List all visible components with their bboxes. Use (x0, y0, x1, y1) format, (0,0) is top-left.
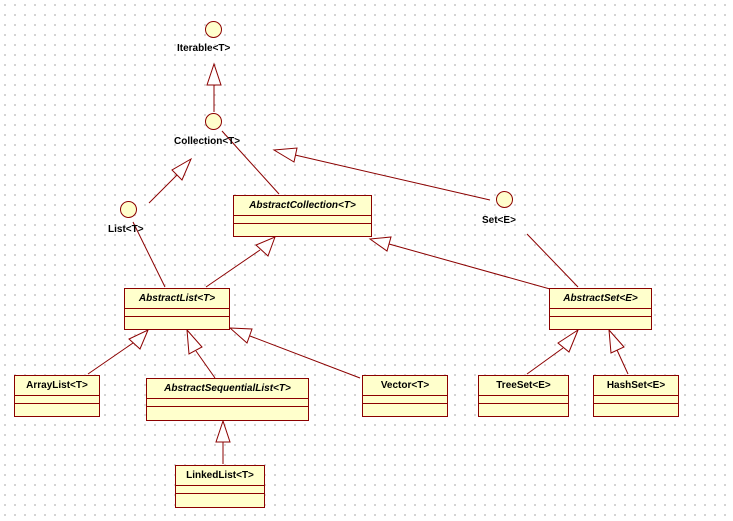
arrowhead-iterable (206, 62, 222, 86)
class-hash-set: HashSet<E> (593, 375, 679, 417)
arrowhead-abstractcollection-from-list (255, 236, 276, 257)
edge-set-collection (294, 154, 491, 201)
arrowhead-abstractcollection-from-set (368, 236, 392, 252)
class-attributes (176, 486, 264, 494)
edge-seqlist-abstractlist (195, 350, 216, 379)
edge-abstractlist-abstractcollection (205, 249, 261, 288)
arrowhead-collection-from-set (272, 147, 298, 163)
interface-circle-icon (205, 113, 222, 130)
edge-abstractcollection-collection (221, 130, 280, 195)
edge-abstractset-abstractcollection (388, 243, 576, 297)
class-name: AbstractSequentialList<T> (147, 379, 308, 399)
class-abstract-list: AbstractList<T> (124, 288, 230, 330)
interface-label: Set<E> (482, 215, 516, 226)
edge-hashset-abstractset (616, 349, 629, 375)
class-attributes (594, 396, 678, 404)
class-attributes (363, 396, 447, 404)
class-array-list: ArrayList<T> (14, 375, 100, 417)
interface-circle-icon (205, 21, 222, 38)
arrowhead-abstractlist-from-seqlist (186, 328, 203, 355)
arrowhead-abstractset-from-hashset (608, 328, 625, 354)
edge-treeset-abstractset (526, 347, 564, 375)
interface-label: Collection<T> (174, 136, 241, 147)
class-name: HashSet<E> (594, 376, 678, 396)
class-name: AbstractSet<E> (550, 289, 651, 309)
class-attributes (15, 396, 99, 404)
arrowhead-abstractlist-from-arraylist (128, 328, 149, 350)
class-vector: Vector<T> (362, 375, 448, 417)
class-name: LinkedList<T> (176, 466, 264, 486)
class-attributes (550, 309, 651, 317)
arrowhead-seqlist-from-linkedlist (215, 419, 231, 443)
interface-circle-icon (496, 191, 513, 208)
class-attributes (147, 399, 308, 407)
edge-arraylist-abstractlist (87, 342, 134, 375)
class-name: AbstractList<T> (125, 289, 229, 309)
class-abstract-sequential-list: AbstractSequentialList<T> (146, 378, 309, 421)
class-abstract-collection: AbstractCollection<T> (233, 195, 372, 237)
class-name: TreeSet<E> (479, 376, 568, 396)
interface-label: List<T> (108, 224, 144, 235)
class-tree-set: TreeSet<E> (478, 375, 569, 417)
class-name: ArrayList<T> (15, 376, 99, 396)
edge-vector-abstractlist (249, 335, 361, 379)
class-abstract-set: AbstractSet<E> (549, 288, 652, 330)
class-attributes (234, 216, 371, 224)
edge-abstractlist-list (132, 221, 166, 288)
edge-abstractset-set (526, 233, 579, 288)
arrowhead-collection-from-list (171, 157, 193, 181)
class-name: Vector<T> (363, 376, 447, 396)
class-attributes (479, 396, 568, 404)
arrowhead-abstractset-from-treeset (557, 328, 580, 353)
class-name: AbstractCollection<T> (234, 196, 371, 216)
arrowhead-abstractlist-from-vector (228, 327, 253, 344)
edge-list-collection (148, 174, 178, 204)
class-attributes (125, 309, 229, 317)
interface-circle-icon (120, 201, 137, 218)
class-linked-list: LinkedList<T> (175, 465, 265, 508)
interface-label: Iterable<T> (177, 43, 231, 54)
